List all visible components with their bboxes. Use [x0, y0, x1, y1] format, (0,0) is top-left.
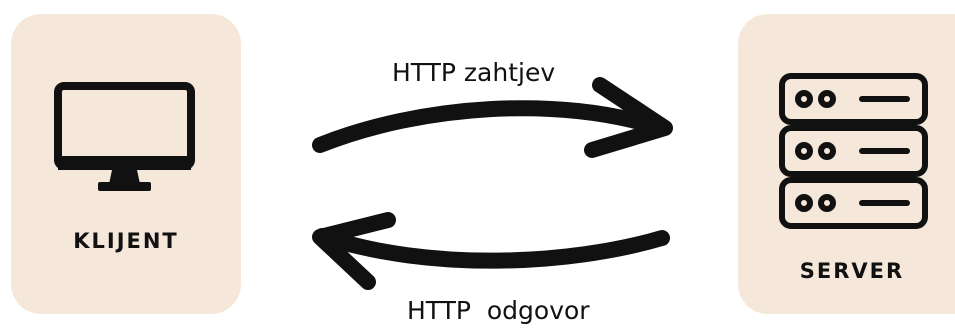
response-arrow	[312, 212, 670, 290]
client-label: KLIJENT	[73, 229, 179, 253]
monitor-icon	[54, 82, 195, 191]
server-panel	[738, 14, 955, 314]
request-label: HTTP zahtjev	[392, 58, 556, 87]
response-label: HTTP odgovor	[407, 296, 590, 325]
server-label: SERVER	[799, 259, 905, 283]
server-rack-icon	[779, 73, 928, 229]
request-arrow	[312, 77, 673, 158]
